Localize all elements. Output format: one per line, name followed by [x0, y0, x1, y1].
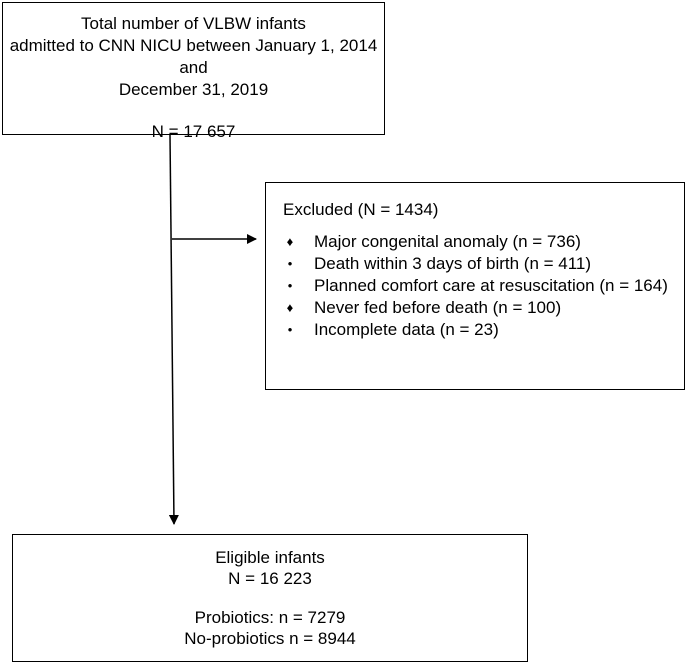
total-infants-line2: admitted to CNN NICU between January 1, …	[9, 36, 378, 77]
exclusion-item-text: Planned comfort care at resuscitation (n…	[314, 276, 668, 295]
total-infants-line1: Total number of VLBW infants	[81, 14, 306, 33]
exclusion-item-text: Incomplete data (n = 23)	[314, 320, 499, 339]
probiotics-count: Probiotics: n = 7279	[194, 608, 346, 627]
eligible-count: N = 16 223	[228, 569, 312, 588]
exclusion-item-congenital-anomaly: ♦ Major congenital anomaly (n = 736)	[266, 231, 674, 253]
eligible-title: Eligible infants	[215, 548, 325, 567]
exclusion-item-text: Never fed before death (n = 100)	[314, 298, 562, 317]
exclusion-item-never-fed: ♦ Never fed before death (n = 100)	[266, 297, 674, 319]
total-infants-line3: December 31, 2019	[118, 80, 269, 99]
main-flow-arrow	[168, 134, 179, 525]
dot-bullet-icon: •	[287, 256, 293, 271]
excluded-box: Excluded (N = 1434) ♦ Major congenital a…	[265, 182, 685, 390]
diamond-bullet-icon: ♦	[286, 300, 294, 315]
exclusion-item-early-death: • Death within 3 days of birth (n = 411)	[266, 253, 674, 275]
no-probiotics-count: No-probiotics n = 8944	[184, 629, 356, 648]
dot-bullet-icon: •	[287, 322, 293, 337]
excluded-header: Excluded (N = 1434)	[283, 200, 439, 219]
diamond-bullet-icon: ♦	[286, 234, 294, 249]
exclusion-item-comfort-care: • Planned comfort care at resuscitation …	[266, 275, 674, 297]
exclusion-item-text: Death within 3 days of birth (n = 411)	[314, 254, 592, 273]
dot-bullet-icon: •	[287, 278, 293, 293]
total-infants-count: N = 17 657	[151, 122, 236, 141]
exclusion-item-text: Major congenital anomaly (n = 736)	[314, 232, 581, 251]
exclusion-item-incomplete-data: • Incomplete data (n = 23)	[266, 319, 674, 341]
total-infants-box: Total number of VLBW infants admitted to…	[2, 2, 385, 141]
exclusion-list: ♦ Major congenital anomaly (n = 736) • D…	[266, 231, 674, 341]
eligible-infants-box: Eligible infants N = 16 223 Probiotics: …	[12, 534, 528, 662]
